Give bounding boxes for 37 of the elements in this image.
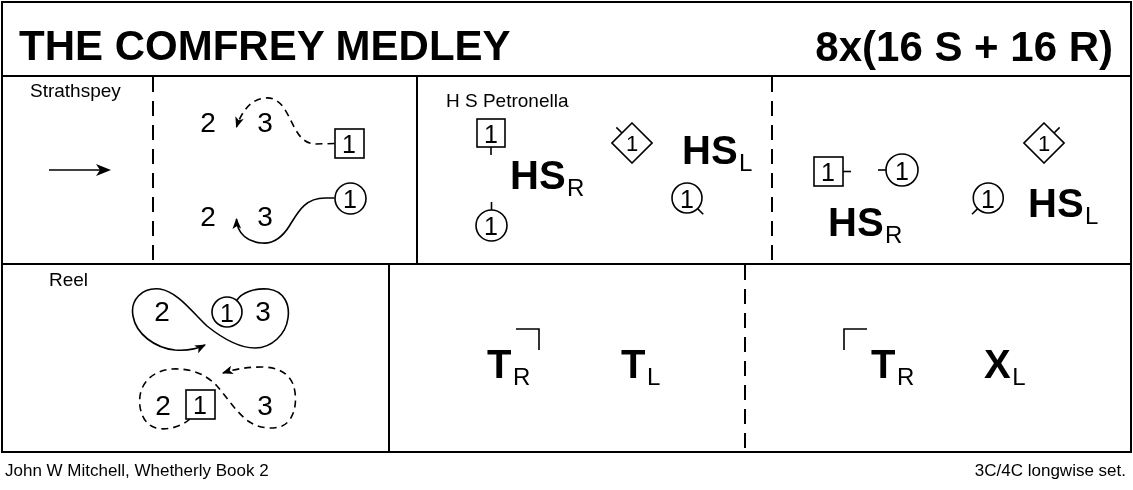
figure-panel	[1, 263, 390, 453]
curved-arrow	[138, 365, 297, 430]
circle-dancer-symbol: 1	[333, 181, 367, 215]
figure-symbol: HS$_{R}$	[510, 154, 585, 195]
dancer-number: 3	[257, 203, 273, 232]
dancer-number: 3	[255, 298, 271, 327]
repeat-count: 8x(16 S + 16 R)	[815, 25, 1113, 68]
title: THE COMFREY MEDLEY	[19, 25, 511, 67]
dancer-number: 2	[155, 392, 171, 421]
curved-arrow	[131, 288, 290, 354]
dancer-number: 2	[200, 203, 216, 232]
circle-dancer-symbol: 1	[970, 182, 1004, 216]
figure-symbol: T$_{R}$	[871, 343, 915, 384]
figure-symbol: HS$_{L}$	[1028, 182, 1099, 223]
panel-heading: H S Petronella	[446, 90, 569, 110]
figure-symbol: T$_{R}$	[487, 343, 531, 384]
footer-note: 3C/4C longwise set.	[974, 461, 1126, 479]
circle-dancer-symbol: 1	[211, 296, 243, 328]
panel-heading: Reel	[49, 269, 89, 289]
dancer-number: 3	[257, 392, 273, 421]
circle-dancer-symbol: 1	[671, 182, 705, 216]
diamond-dancer-symbol: 1	[611, 122, 653, 164]
figure-panel	[388, 263, 1132, 453]
footer-note: John W Mitchell, Whetherly Book 2	[5, 461, 269, 479]
figure-symbol: X$_{L}$	[984, 343, 1026, 384]
diamond-dancer-symbol: 1	[1023, 122, 1065, 164]
dancer-number: 2	[200, 109, 216, 138]
figure-symbol: HS$_{R}$	[828, 201, 903, 242]
figure-symbol: T$_{L}$	[621, 343, 661, 384]
figure-symbol: HS$_{L}$	[682, 129, 753, 170]
panel-heading: Strathspey	[30, 80, 121, 100]
curved-arrow	[235, 97, 336, 145]
dancer-number: 3	[257, 109, 273, 138]
curved-arrow	[233, 197, 336, 244]
dancer-number: 2	[154, 298, 170, 327]
square-dancer-symbol: 1	[184, 389, 216, 420]
square-dancer-symbol: 1	[333, 128, 365, 159]
